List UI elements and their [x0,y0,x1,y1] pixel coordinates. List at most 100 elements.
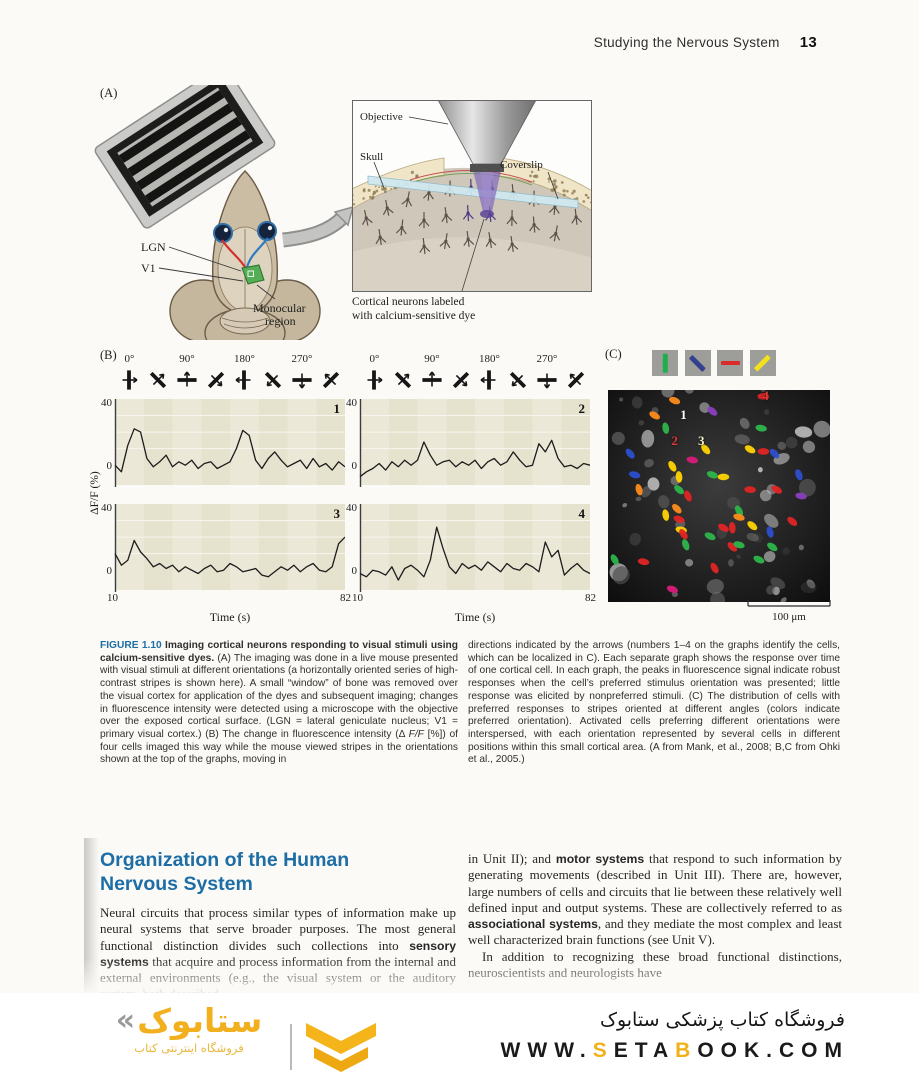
labeled-neuron [666,585,678,593]
x-tick: 10 [107,592,118,604]
labeled-neuron [675,471,683,483]
page-bottom-fade [0,958,919,993]
labeled-neuron [686,456,699,464]
cortical-neurons-label: Cortical neurons labeled with calcium-se… [352,296,476,322]
labeled-neuron [662,422,670,434]
orientation-tick-label: 90° [179,353,195,365]
labeled-neuron [637,558,650,566]
stimulus-bar-arrow-icon [537,373,557,389]
svg-text:4: 4 [579,506,586,521]
labeled-neuron [704,532,716,541]
figure-caption-left: FIGURE 1.10 Imaging cortical neurons res… [100,640,458,766]
stimulus-bar-arrow-icon [452,371,469,389]
lgn-label: LGN [141,240,166,254]
labeled-neuron [673,515,685,524]
stimulus-monitor-illustration [94,85,276,229]
svg-text:0: 0 [107,460,113,472]
stimulus-bar-arrow-icon [480,370,496,390]
stimulus-bar-arrow-icon [150,371,167,389]
svg-text:40: 40 [346,397,358,409]
labeled-neuron [795,469,803,481]
labeled-neuron [744,486,756,493]
labeled-neuron [727,542,738,552]
labeled-neuron [682,539,690,551]
orientation-tick-label: 90° [424,353,440,365]
legend-bar-icon [662,353,668,373]
section-heading: Organization of the Human Nervous System [100,849,350,895]
cortical-neuron-glyph [441,207,453,224]
labeled-neuron [728,522,736,534]
scale-bar: 100 μm [747,600,831,623]
labeled-neuron [672,504,682,514]
stimulus-bar-arrow-icon [510,371,527,389]
svg-text:40: 40 [346,502,358,514]
labeled-neuron [718,523,729,532]
labeled-neuron [649,411,660,420]
legend-swatch-diagonal-yellow [749,350,776,376]
page-number: 13 [799,34,817,51]
optic-pathway-red [221,239,247,270]
mouse-head-illustration [169,170,321,340]
logo-name: ستابوک [137,1001,263,1040]
labeled-neuron [755,424,767,432]
stimulus-bar-arrow-icon [367,370,383,390]
panel-a-illustration: LGN V1 Monocular region [94,85,355,340]
labeled-neuron [662,509,670,521]
svg-text:40: 40 [101,397,113,409]
stimulus-bar-arrow-icon [177,371,197,387]
cell-number-3: 3 [697,432,705,448]
logo-tagline: فروشگاه اینترنتی کتاب [134,1041,244,1055]
cell-number-1: 1 [680,407,687,423]
svg-text:1: 1 [334,401,341,416]
page-gutter-shadow [84,838,99,993]
cortical-neuron-glyph [395,219,407,236]
cortical-neuron-glyph [506,209,518,226]
url-segment: ETA [613,1039,676,1062]
graph-cell-1: 40 0 1 [101,397,345,487]
url-segment: S [592,1039,614,1062]
labeled-neuron [706,471,718,479]
setabook-chevron-icon [306,1023,376,1072]
cortical-neuron-glyph [439,233,451,250]
stimulus-bar-arrow-icon [122,370,138,390]
cell-number-4: 4 [762,390,769,404]
labeled-neuron [679,529,688,540]
labeled-neuron [628,471,641,479]
cortical-neuron-glyph [418,212,430,229]
svg-text:0: 0 [352,460,358,472]
panel-b-label: (B) [100,348,117,362]
legend-swatch-diagonal-blue [684,350,711,376]
labeled-neuron [669,396,681,405]
labeled-neuron [674,485,684,495]
objective-label: Objective [360,111,403,123]
labeled-neuron [767,542,778,552]
orientation-tick-label: 0° [124,353,135,365]
svg-text:40: 40 [101,502,113,514]
panel-c-label: (C) [605,347,622,361]
orientation-tick-label: 270° [291,353,313,365]
x-axis-label-right: Time (s) [454,610,496,624]
stimulus-bar-arrow-icon [265,371,282,389]
url-segment: OOK.COM [697,1039,849,1062]
figure-caption-right: directions indicated by the arrows (numb… [468,640,840,766]
stimulus-bar-arrow-icon [292,373,312,389]
labeled-neuron [710,562,719,574]
orientation-tick-label: 180° [233,353,255,365]
svg-text:3: 3 [334,506,341,521]
labeled-neuron [625,448,635,459]
stimulus-bar-arrow-icon [422,371,442,387]
stimulus-bar-arrow-icon [322,371,339,389]
store-name-persian: فروشگاه کتاب پزشکی ستابوک [599,1009,845,1031]
stimulus-bar-arrow-icon [567,371,584,389]
stimulus-orientation-header: 0°90°180°270° [360,353,590,393]
monocular-region-label: Monocular [253,301,306,315]
zoom-arrow [282,205,355,248]
legend-bar-icon [689,354,706,372]
labeled-neuron [787,516,798,526]
orientation-tick-label: 270° [536,353,558,365]
